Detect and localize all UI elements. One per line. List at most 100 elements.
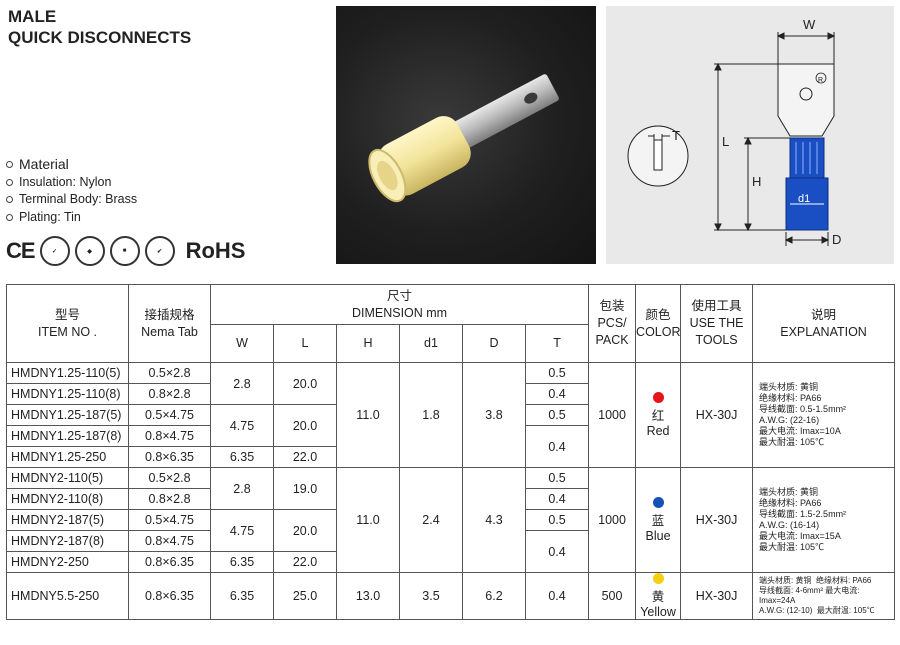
- table-row: HMDNY1.25-187(8) 0.8×4.75 0.4: [6, 425, 895, 468]
- material-heading: Material: [6, 156, 137, 174]
- certification-logos: CE ✓ ◆ ■ ✔ RoHS: [6, 236, 245, 266]
- iso-cert-icon: ■: [109, 236, 140, 266]
- item-cell: HMDNY1.25-187(8): [6, 425, 129, 447]
- item-cell: HMDNY1.25-110(8): [6, 383, 129, 405]
- item-cell: HMDNY1.25-187(5): [6, 404, 129, 426]
- ccc-cert-icon: ✓: [39, 236, 70, 266]
- l-cell: 20.0: [273, 509, 337, 552]
- t-cell: 0.5: [524, 467, 590, 489]
- item-cell: HMDNY2-187(5): [6, 509, 129, 531]
- item-cell: HMDNY2-250: [6, 551, 129, 573]
- pack-cell: 500: [588, 572, 637, 620]
- terminal-photo-icon: [368, 74, 559, 203]
- t-cell: 0.4: [524, 425, 590, 468]
- tab-cell: 0.5×2.8: [128, 362, 211, 384]
- table-row: HMDNY1.25-110(5) 0.5×2.8 2.8 20.0 11.0 1…: [6, 362, 896, 468]
- tools-cell: HX-30J: [680, 572, 754, 620]
- dim-h-label: H: [752, 174, 761, 189]
- tab-cell: 0.8×6.35: [128, 572, 211, 620]
- h-cell: 13.0: [336, 572, 400, 620]
- bullet-icon: [6, 213, 13, 221]
- l-cell: 22.0: [273, 446, 337, 468]
- l-cell: 20.0: [273, 362, 337, 405]
- table-row: HMDNY2-187(8) 0.8×4.75 0.4: [6, 530, 895, 573]
- color-cell: 黄Yellow: [635, 572, 682, 620]
- d1-cell: 2.4: [399, 467, 463, 573]
- rohs-mark: RoHS: [185, 238, 246, 263]
- registered-mark: R: [818, 77, 823, 84]
- item-cell: HMDNY1.25-110(5): [6, 362, 129, 384]
- tab-cell: 0.8×4.75: [128, 530, 211, 552]
- material-list: Material Insulation: Nylon Terminal Body…: [6, 156, 137, 226]
- d-cell: 4.3: [462, 467, 526, 573]
- tab-cell: 0.8×2.8: [128, 383, 211, 405]
- header-d1: d1: [399, 324, 463, 363]
- d1-cell: 1.8: [399, 362, 463, 468]
- w-cell: 4.75: [210, 404, 274, 447]
- bullet-icon: [6, 196, 13, 204]
- header-w: W: [210, 324, 274, 363]
- w-cell: 2.8: [210, 362, 274, 405]
- tab-cell: 0.5×2.8: [128, 467, 211, 489]
- item-cell: HMDNY2-187(8): [6, 530, 129, 552]
- tab-cell: 0.5×4.75: [128, 404, 211, 426]
- d1-cell: 3.5: [399, 572, 463, 620]
- h-cell: 11.0: [336, 467, 400, 573]
- page-title: MALE QUICK DISCONNECTS: [8, 6, 191, 48]
- table-row: HMDNY2-110(8) 0.8×2.8 0.4: [6, 488, 895, 510]
- pack-cell: 1000: [588, 467, 637, 573]
- material-item: Plating: Tin: [6, 209, 137, 227]
- tab-cell: 0.8×4.75: [128, 425, 211, 447]
- dimension-drawing-icon: W R L H d1 D T: [627, 17, 841, 247]
- l-cell: 25.0: [273, 572, 337, 620]
- bullet-icon: [6, 161, 13, 169]
- header-t: T: [524, 324, 590, 363]
- tools-cell: HX-30J: [680, 467, 754, 573]
- t-cell: 0.5: [524, 509, 590, 531]
- w-cell: 6.35: [210, 551, 274, 573]
- dim-l-label: L: [722, 134, 729, 149]
- tab-cell: 0.8×6.35: [128, 446, 211, 468]
- h-cell: 11.0: [336, 362, 400, 468]
- dim-w-label: W: [803, 17, 816, 32]
- material-item: Terminal Body: Brass: [6, 191, 137, 209]
- table-row: HMDNY2-187(5) 0.5×4.75 4.75 20.0 0.5: [6, 509, 895, 552]
- w-cell: 6.35: [210, 572, 274, 620]
- item-cell: HMDNY1.25-250: [6, 446, 129, 468]
- dim-d1-label: d1: [798, 193, 810, 205]
- t-cell: 0.5: [524, 362, 590, 384]
- item-cell: HMDNY5.5-250: [6, 572, 129, 620]
- t-cell: 0.5: [524, 404, 590, 426]
- tab-cell: 0.8×6.35: [128, 551, 211, 573]
- table-row: HMDNY1.25-250 0.8×6.35 6.35 22.0: [6, 446, 895, 468]
- d-cell: 6.2: [462, 572, 526, 620]
- table-row: HMDNY1.25-187(5) 0.5×4.75 4.75 20.0 0.5: [6, 404, 895, 447]
- t-cell: 0.4: [524, 383, 590, 405]
- table-row: HMDNY2-110(5) 0.5×2.8 2.8 19.0 11.0 2.4 …: [6, 467, 896, 573]
- w-cell: 4.75: [210, 509, 274, 552]
- w-cell: 2.8: [210, 467, 274, 510]
- dim-t-label: T: [672, 128, 680, 143]
- technical-drawing: W R L H d1 D T: [606, 6, 894, 264]
- title-line-1: MALE: [8, 7, 57, 26]
- l-cell: 19.0: [273, 467, 337, 510]
- pack-cell: 1000: [588, 362, 637, 468]
- t-cell: 0.4: [524, 530, 590, 573]
- header-h: H: [336, 324, 400, 363]
- w-cell: 6.35: [210, 446, 274, 468]
- blue-dot-icon: [652, 497, 664, 508]
- l-cell: 22.0: [273, 551, 337, 573]
- item-cell: HMDNY2-110(5): [6, 467, 129, 489]
- bullet-icon: [6, 178, 13, 186]
- product-photo: [336, 6, 596, 264]
- item-cell: HMDNY2-110(8): [6, 488, 129, 510]
- explanation-cell: 端头材质: 黄铜 绝缘材料: PA66 导线截面: 4-6mm² 最大电流: I…: [752, 572, 896, 620]
